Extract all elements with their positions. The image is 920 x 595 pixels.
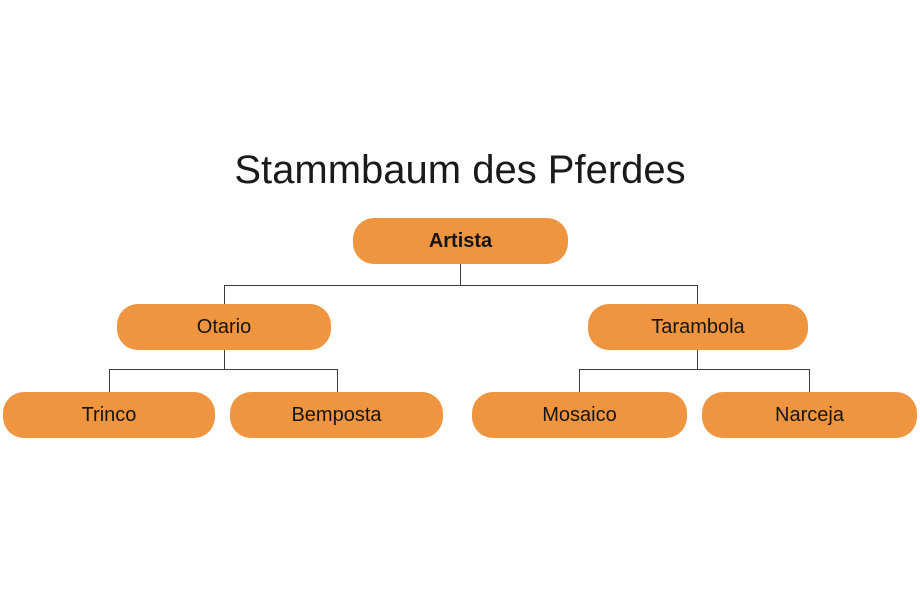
connector-bemposta-drop [337,369,338,392]
tree-node-artista: Artista [353,218,568,264]
diagram-title: Stammbaum des Pferdes [234,148,686,192]
tree-node-bemposta: Bemposta [230,392,443,438]
connector-gen2-bar [224,285,698,286]
connector-root-stem [460,264,461,286]
tree-node-narceja: Narceja [702,392,917,438]
connector-otario-children-bar [109,369,338,370]
connector-trinco-drop [109,369,110,392]
connector-narceja-drop [809,369,810,392]
tree-node-tarambola: Tarambola [588,304,808,350]
tree-node-mosaico: Mosaico [472,392,687,438]
connector-otario-stem [224,350,225,370]
tree-node-otario: Otario [117,304,331,350]
connector-otario-drop [224,285,225,304]
connector-tarambola-stem [697,350,698,370]
connector-tarambola-drop [697,285,698,304]
connector-tarambola-children-bar [579,369,810,370]
tree-node-trinco: Trinco [3,392,215,438]
connector-mosaico-drop [579,369,580,392]
